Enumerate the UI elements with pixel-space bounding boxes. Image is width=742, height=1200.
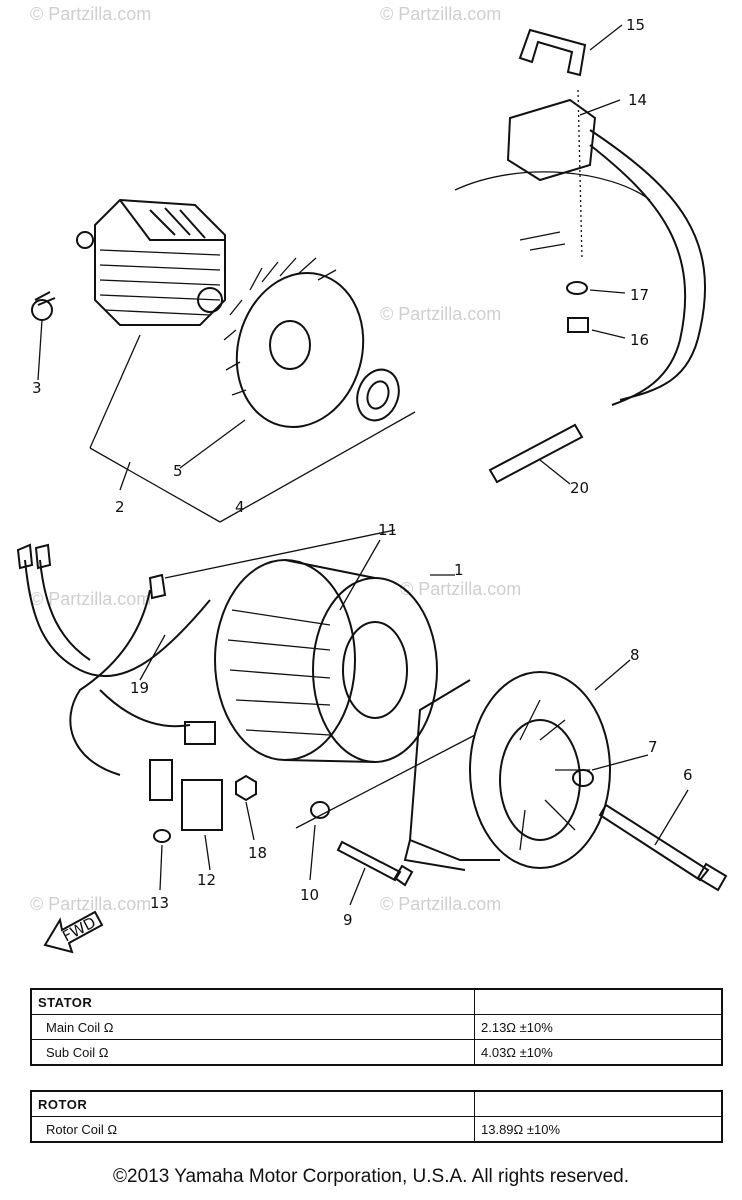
stator-spec-table: STATOR Main Coil Ω 2.13Ω ±10% Sub Coil Ω… <box>30 988 723 1066</box>
part-3-screw <box>31 291 56 381</box>
row-label: Main Coil Ω <box>30 1014 475 1040</box>
leader-line <box>295 734 476 829</box>
exploded-parts-diagram: © Partzilla.com © Partzilla.com © Partzi… <box>16 4 728 954</box>
callout-13: 13 <box>150 894 169 912</box>
watermark: © Partzilla.com <box>30 4 151 24</box>
row-value: 4.03Ω ±10% <box>474 1039 723 1066</box>
part-1-stator <box>214 559 455 763</box>
watermark: © Partzilla.com <box>380 894 501 914</box>
table-row: Main Coil Ω 2.13Ω ±10% <box>30 1014 723 1040</box>
callout-17: 17 <box>630 286 649 304</box>
part-14-ignition-unit <box>506 89 707 406</box>
table-header-row: ROTOR <box>30 1090 723 1117</box>
callout-15: 15 <box>626 16 645 34</box>
part-16-bolt <box>567 317 626 339</box>
part-8-cover <box>403 659 631 871</box>
part-12-rectifier <box>204 834 211 871</box>
bracket-lines <box>89 334 416 523</box>
watermark: © Partzilla.com <box>380 4 501 24</box>
callout-2: 2 <box>115 498 125 516</box>
leader-line <box>164 529 396 579</box>
part-20-pin <box>488 423 584 485</box>
watermark: © Partzilla.com <box>30 589 151 609</box>
part-2-housing <box>76 198 226 326</box>
callout-6: 6 <box>683 766 693 784</box>
row-label: Sub Coil Ω <box>30 1039 475 1066</box>
part-18-nut <box>235 774 257 841</box>
callout-5: 5 <box>173 462 183 480</box>
row-value: 2.13Ω ±10% <box>474 1014 723 1040</box>
callout-7: 7 <box>648 738 658 756</box>
callout-11: 11 <box>378 521 397 539</box>
part-11-leader <box>339 539 381 611</box>
part-7-washer <box>572 754 649 787</box>
watermark: © Partzilla.com <box>400 579 521 599</box>
part-15-bracket <box>518 24 623 77</box>
part-13-screw <box>153 829 171 891</box>
part-6-long-bolt <box>598 789 728 892</box>
table-header-row: STATOR <box>30 988 723 1015</box>
table-cell-empty <box>474 988 723 1015</box>
callout-3: 3 <box>32 379 42 397</box>
watermark: © Partzilla.com <box>30 894 151 914</box>
part-10-washer <box>309 801 330 881</box>
callout-20: 20 <box>570 479 589 497</box>
copyright-notice: ©2013 Yamaha Motor Corporation, U.S.A. A… <box>113 1166 629 1187</box>
callout-12: 12 <box>197 871 216 889</box>
row-value: 13.89Ω ±10% <box>474 1116 723 1143</box>
part-17-washer <box>566 281 626 295</box>
callout-4: 4 <box>235 498 245 516</box>
callout-18: 18 <box>248 844 267 862</box>
table-row: Sub Coil Ω 4.03Ω ±10% <box>30 1039 723 1066</box>
cover-outline <box>454 171 651 251</box>
callout-1: 1 <box>454 561 464 579</box>
callout-10: 10 <box>300 886 319 904</box>
callout-8: 8 <box>630 646 640 664</box>
part-19-wire-harness <box>16 543 223 831</box>
watermark: © Partzilla.com <box>380 304 501 324</box>
table-cell-empty <box>474 1090 723 1117</box>
callout-16: 16 <box>630 331 649 349</box>
stator-title: STATOR <box>30 988 475 1015</box>
part-9-bolt <box>336 840 414 906</box>
part-4-bearing <box>356 368 400 422</box>
callout-14: 14 <box>628 91 647 109</box>
fwd-arrow-icon: FWD <box>43 910 104 954</box>
rotor-title: ROTOR <box>30 1090 475 1117</box>
callout-19: 19 <box>130 679 149 697</box>
fwd-label: FWD <box>59 913 98 945</box>
part-5-fan <box>223 257 365 429</box>
row-label: Rotor Coil Ω <box>30 1116 475 1143</box>
callout-9: 9 <box>343 911 353 929</box>
rotor-spec-table: ROTOR Rotor Coil Ω 13.89Ω ±10% <box>30 1090 723 1143</box>
table-row: Rotor Coil Ω 13.89Ω ±10% <box>30 1116 723 1143</box>
